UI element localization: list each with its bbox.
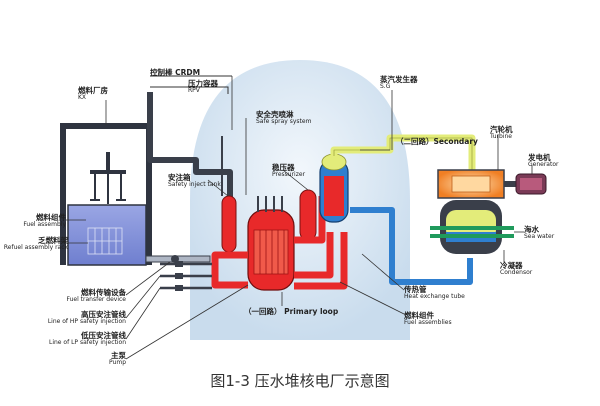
label-spray-en: Safe spray system [256, 117, 312, 125]
label-pump-en: Pump [109, 358, 126, 366]
label-spray: 安全壳喷淋 Safe spray system [256, 111, 311, 125]
label-generator-cn: 发电机 [528, 153, 551, 162]
label-hp: 高压安注管线 Line of HP safety injection [10, 311, 126, 325]
label-inject-tank: 安注箱 Safety inject tank [168, 174, 221, 188]
label-transfer-cn: 燃料传输设备 [81, 288, 126, 297]
label-condensor: 冷凝器 Condensor [500, 262, 532, 276]
feedwater-line [350, 207, 473, 285]
label-rpv: 压力容器 RPV [188, 80, 218, 94]
label-sg-cn: 蒸汽发生器 [380, 75, 418, 84]
label-hp-en: Line of HP safety injection [47, 317, 126, 325]
label-lp-cn: 低压安注管线 [81, 331, 126, 340]
safety-inject-tank [221, 195, 237, 253]
label-transfer: 燃料传输设备 Fuel transfer device [20, 289, 126, 303]
label-refuel-rack: 乏燃料架 Refuel assembly rack [0, 237, 68, 251]
label-turbine: 汽轮机 Turbine [490, 126, 513, 140]
label-kx-en: KX [78, 93, 87, 101]
label-pressurizer-en: Pressurizer [272, 170, 306, 178]
fuel-pool [67, 204, 147, 266]
pressurizer [299, 189, 317, 241]
fuel-rack [87, 227, 123, 255]
label-kx-cn: 燃料厂房 [78, 86, 108, 95]
label-generator: 发电机 Generator [528, 154, 558, 168]
label-pressurizer: 稳压器 Pressurizer [272, 164, 305, 178]
injection-valves [175, 261, 183, 291]
shaft [504, 181, 516, 187]
label-refuel-rack-cn: 乏燃料架 [38, 236, 68, 245]
label-secondary: （二回路）Secondary [396, 138, 478, 146]
label-rpv-en: RPV [188, 86, 200, 94]
label-sg-en: S.G [380, 82, 391, 90]
label-fuel-assembly-cn: 燃料组件 [36, 213, 66, 222]
label-crdm-cn: 控制棒 CRDM [150, 68, 201, 77]
label-sg: 蒸汽发生器 S.G [380, 76, 418, 90]
label-spray-cn: 安全壳喷淋 [256, 110, 294, 119]
steam-generator [319, 153, 349, 223]
label-inject-tank-en: Safety inject tank [168, 180, 221, 188]
label-seawater-en: Sea water [524, 232, 555, 240]
label-lp: 低压安注管线 Line of LP safety injection [10, 332, 126, 346]
label-pump: 主泵 Pump [40, 352, 126, 366]
label-heat-tube: 传热管 Heat exchange tube [404, 286, 465, 300]
spray-pipe [147, 92, 233, 206]
label-seawater: 海水 Sea water [524, 226, 554, 240]
label-inject-tank-cn: 安注箱 [168, 173, 191, 182]
turbine [437, 169, 505, 199]
label-secondary-cn: （二回路）Secondary [396, 137, 478, 146]
label-condensor-en: Condensor [500, 268, 533, 276]
label-refuel-rack-en: Refuel assembly rack [3, 243, 68, 251]
rpv-leader [150, 86, 229, 94]
label-fuel-assemblies: 燃料组件 Fuel assemblies [404, 312, 452, 326]
label-heat-tube-en: Heat exchange tube [404, 292, 465, 300]
label-fuel-assemblies-cn: 燃料组件 [404, 311, 434, 320]
label-turbine-en: Turbine [490, 132, 512, 140]
label-primary-cn: （一回路） Primary loop [244, 307, 339, 316]
label-kx: 燃料厂房 KX [78, 87, 108, 101]
generator [515, 173, 547, 195]
figure-caption: 图1-3 压水堆核电厂示意图 [210, 372, 390, 390]
label-rpv-cn: 压力容器 [188, 79, 218, 88]
label-pump-cn: 主泵 [111, 351, 126, 360]
label-hp-cn: 高压安注管线 [81, 310, 126, 319]
label-lp-en: Line of LP safety injection [48, 338, 126, 346]
label-generator-en: Generator [528, 160, 559, 168]
label-pressurizer-cn: 稳压器 [272, 163, 295, 172]
control-rod-drives [257, 196, 283, 212]
leader-lines [66, 76, 533, 360]
label-fuel-assemblies-en: Fuel assemblies [404, 318, 452, 326]
label-heat-tube-cn: 传热管 [404, 285, 427, 294]
label-crdm: 控制棒 CRDM [150, 69, 200, 77]
label-transfer-en: Fuel transfer device [66, 295, 126, 303]
seawater-loop [430, 226, 514, 238]
label-condensor-cn: 冷凝器 [500, 261, 523, 270]
fuel-building [60, 123, 152, 265]
label-primary: （一回路） Primary loop [244, 308, 338, 316]
label-turbine-cn: 汽轮机 [490, 125, 513, 134]
reactor-vessel [247, 209, 295, 291]
crane-hooks [90, 174, 126, 204]
label-fuel-assembly: 燃料组件 Fuel assembly [4, 214, 66, 228]
injection-lines [160, 262, 212, 290]
label-seawater-cn: 海水 [524, 225, 539, 234]
label-fuel-assembly-en: Fuel assembly [23, 220, 66, 228]
